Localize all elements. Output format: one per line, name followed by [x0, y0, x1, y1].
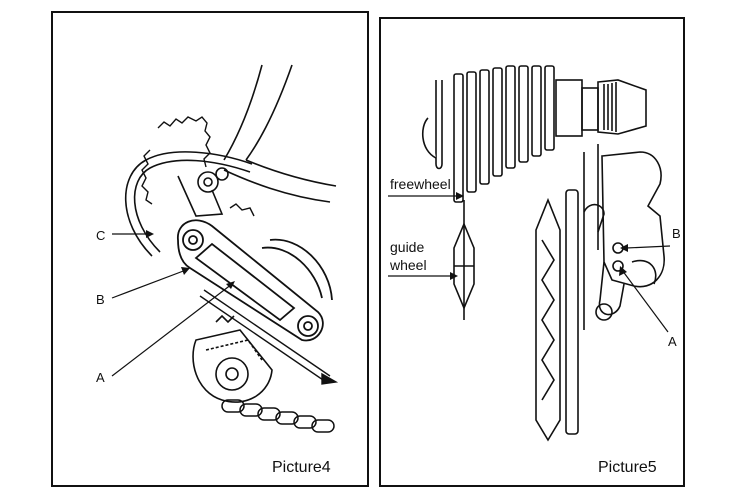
leader-b	[111, 269, 187, 299]
chain	[221, 399, 335, 433]
leader-a	[111, 283, 233, 377]
leader-lines-p4	[111, 233, 233, 377]
leader-lines-p5	[621, 245, 671, 333]
upper-pivot	[177, 167, 229, 217]
panel-frame	[51, 11, 369, 487]
caption-picture5: Picture5	[598, 459, 657, 476]
lower-pulley	[192, 314, 273, 403]
panel-picture4: C B A Picture4	[51, 11, 369, 487]
guide-wheel	[453, 200, 475, 320]
frame-dropout	[223, 64, 337, 203]
label-c: C	[96, 228, 105, 243]
leader-a	[621, 269, 669, 333]
label-a: A	[96, 370, 105, 385]
label-a: A	[668, 334, 677, 349]
derailleur-body	[177, 219, 333, 342]
freewheel-leader	[388, 192, 464, 200]
cable-housing	[124, 151, 253, 257]
label-b: B	[672, 226, 681, 241]
label-guide-line1: guide	[390, 239, 424, 255]
label-freewheel: freewheel	[390, 176, 451, 192]
panel-picture5: freewheel guide wheel	[379, 17, 685, 487]
cassette-cogs	[141, 116, 255, 217]
leader-arrowheads-p5	[619, 244, 628, 276]
hub-body	[555, 79, 647, 137]
label-b: B	[96, 292, 105, 307]
label-guide-line2: wheel	[389, 257, 427, 273]
caption-picture4: Picture4	[272, 459, 331, 476]
freewheel-cogs	[421, 65, 555, 203]
derailleur-side	[535, 144, 665, 442]
leader-b	[625, 245, 671, 249]
leader-arrowheads-p4	[146, 230, 235, 289]
guide-wheel-leader	[388, 272, 458, 280]
inner-cable	[199, 289, 339, 385]
